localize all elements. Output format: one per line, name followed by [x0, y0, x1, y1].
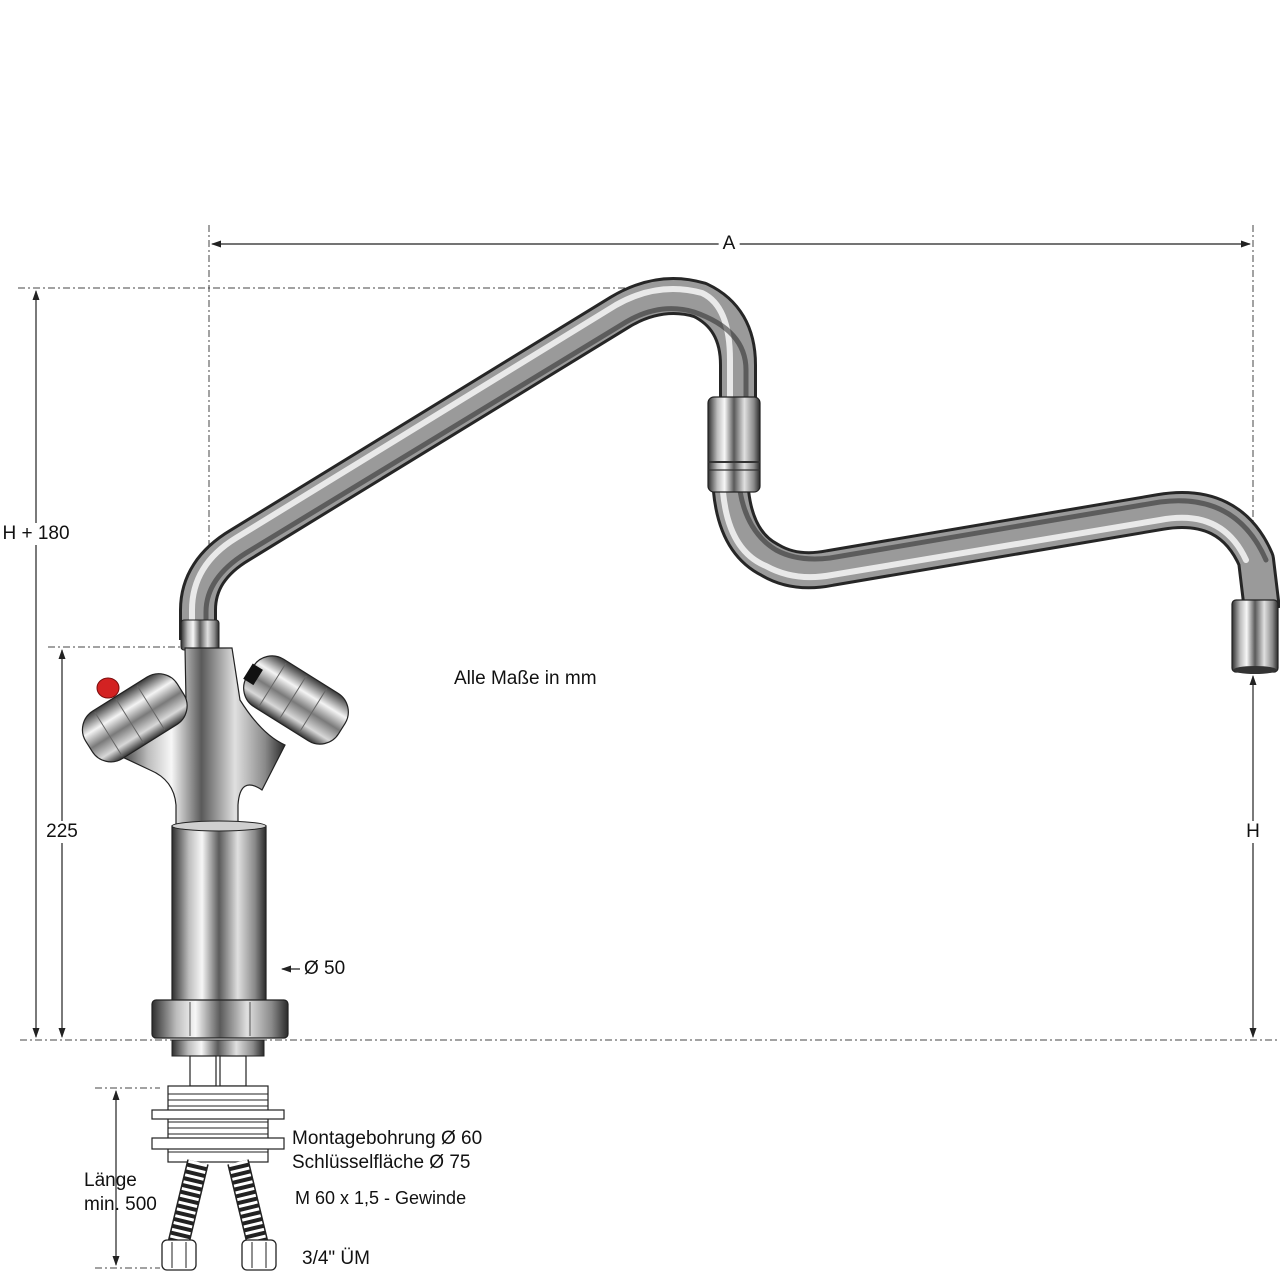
hose-nut-right — [241, 1239, 277, 1271]
wrench-flat-label: Schlüsselfläche Ø 75 — [292, 1152, 471, 1173]
hot-indicator-dot — [96, 677, 120, 699]
cold-water-handle — [243, 655, 349, 745]
connection-label: 3/4" ÜM — [302, 1248, 370, 1269]
connector-right — [219, 1055, 247, 1087]
under-nut — [171, 1039, 265, 1057]
threaded-shank — [167, 1085, 269, 1163]
hose-length-label-line1: Länge — [84, 1170, 137, 1191]
body-height-label: 225 — [42, 821, 82, 843]
body-diameter-label: Ø 50 — [304, 958, 346, 979]
swivel-joint — [707, 396, 761, 493]
mixer-body — [171, 825, 267, 1003]
spout-outlet — [1231, 599, 1279, 673]
spout-height-label: H — [1242, 821, 1264, 843]
total-height-label: H + 180 — [0, 523, 74, 545]
faucet-illustration — [81, 277, 1280, 1039]
thread-label: M 60 x 1,5 - Gewinde — [295, 1188, 467, 1208]
connector-left — [189, 1055, 217, 1087]
hose-nut-left — [161, 1239, 197, 1271]
hot-water-handle — [81, 673, 188, 763]
width-label: A — [718, 233, 740, 255]
spout-collar — [180, 619, 220, 651]
mounting-hole-label: Montagebohrung Ø 60 — [292, 1128, 483, 1149]
washer-lower — [151, 1137, 285, 1150]
installation-kit — [151, 1039, 285, 1271]
base-nut — [151, 999, 289, 1039]
washer-upper — [151, 1109, 285, 1120]
hose-length-label-line2: min. 500 — [84, 1194, 157, 1215]
units-note: Alle Maße in mm — [454, 668, 597, 689]
